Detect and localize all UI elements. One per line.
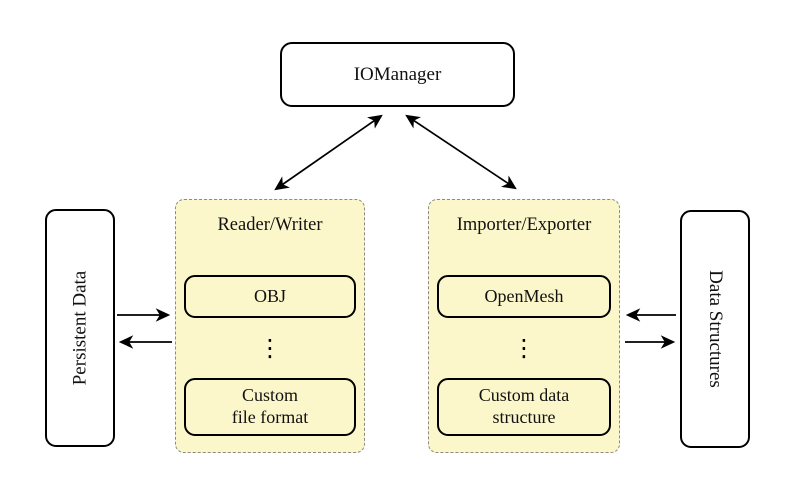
data-structures-node: Data Structures bbox=[680, 210, 750, 448]
reader-writer-title: Reader/Writer bbox=[217, 215, 323, 235]
openmesh-label: OpenMesh bbox=[484, 285, 564, 306]
iomanager-label: IOManager bbox=[353, 63, 442, 85]
reader-writer-group: Reader/Writer OBJ ⋮ Custom file format bbox=[175, 199, 365, 453]
arrow-iomanager-readerwriter bbox=[274, 114, 383, 191]
custom-file-format-label: Custom file format bbox=[231, 385, 309, 427]
vertical-ellipsis: ⋮ bbox=[512, 334, 536, 362]
importer-exporter-title: Importer/Exporter bbox=[456, 215, 592, 235]
persistent-data-node: Persistent Data bbox=[45, 209, 115, 447]
vertical-ellipsis: ⋮ bbox=[258, 334, 282, 362]
data-structures-label: Data Structures bbox=[705, 270, 726, 388]
obj-node: OBJ bbox=[184, 275, 356, 318]
custom-data-structure-label: Custom data structure bbox=[478, 385, 570, 427]
custom-file-format-node: Custom file format bbox=[184, 378, 356, 436]
persistent-data-label: Persistent Data bbox=[69, 270, 91, 386]
openmesh-node: OpenMesh bbox=[437, 275, 611, 318]
iomanager-node: IOManager bbox=[280, 42, 515, 107]
arrow-iomanager-importerexporter bbox=[405, 114, 517, 190]
importer-exporter-group: Importer/Exporter OpenMesh ⋮ Custom data… bbox=[428, 199, 620, 453]
custom-data-structure-node: Custom data structure bbox=[437, 378, 611, 436]
obj-label: OBJ bbox=[253, 285, 286, 306]
